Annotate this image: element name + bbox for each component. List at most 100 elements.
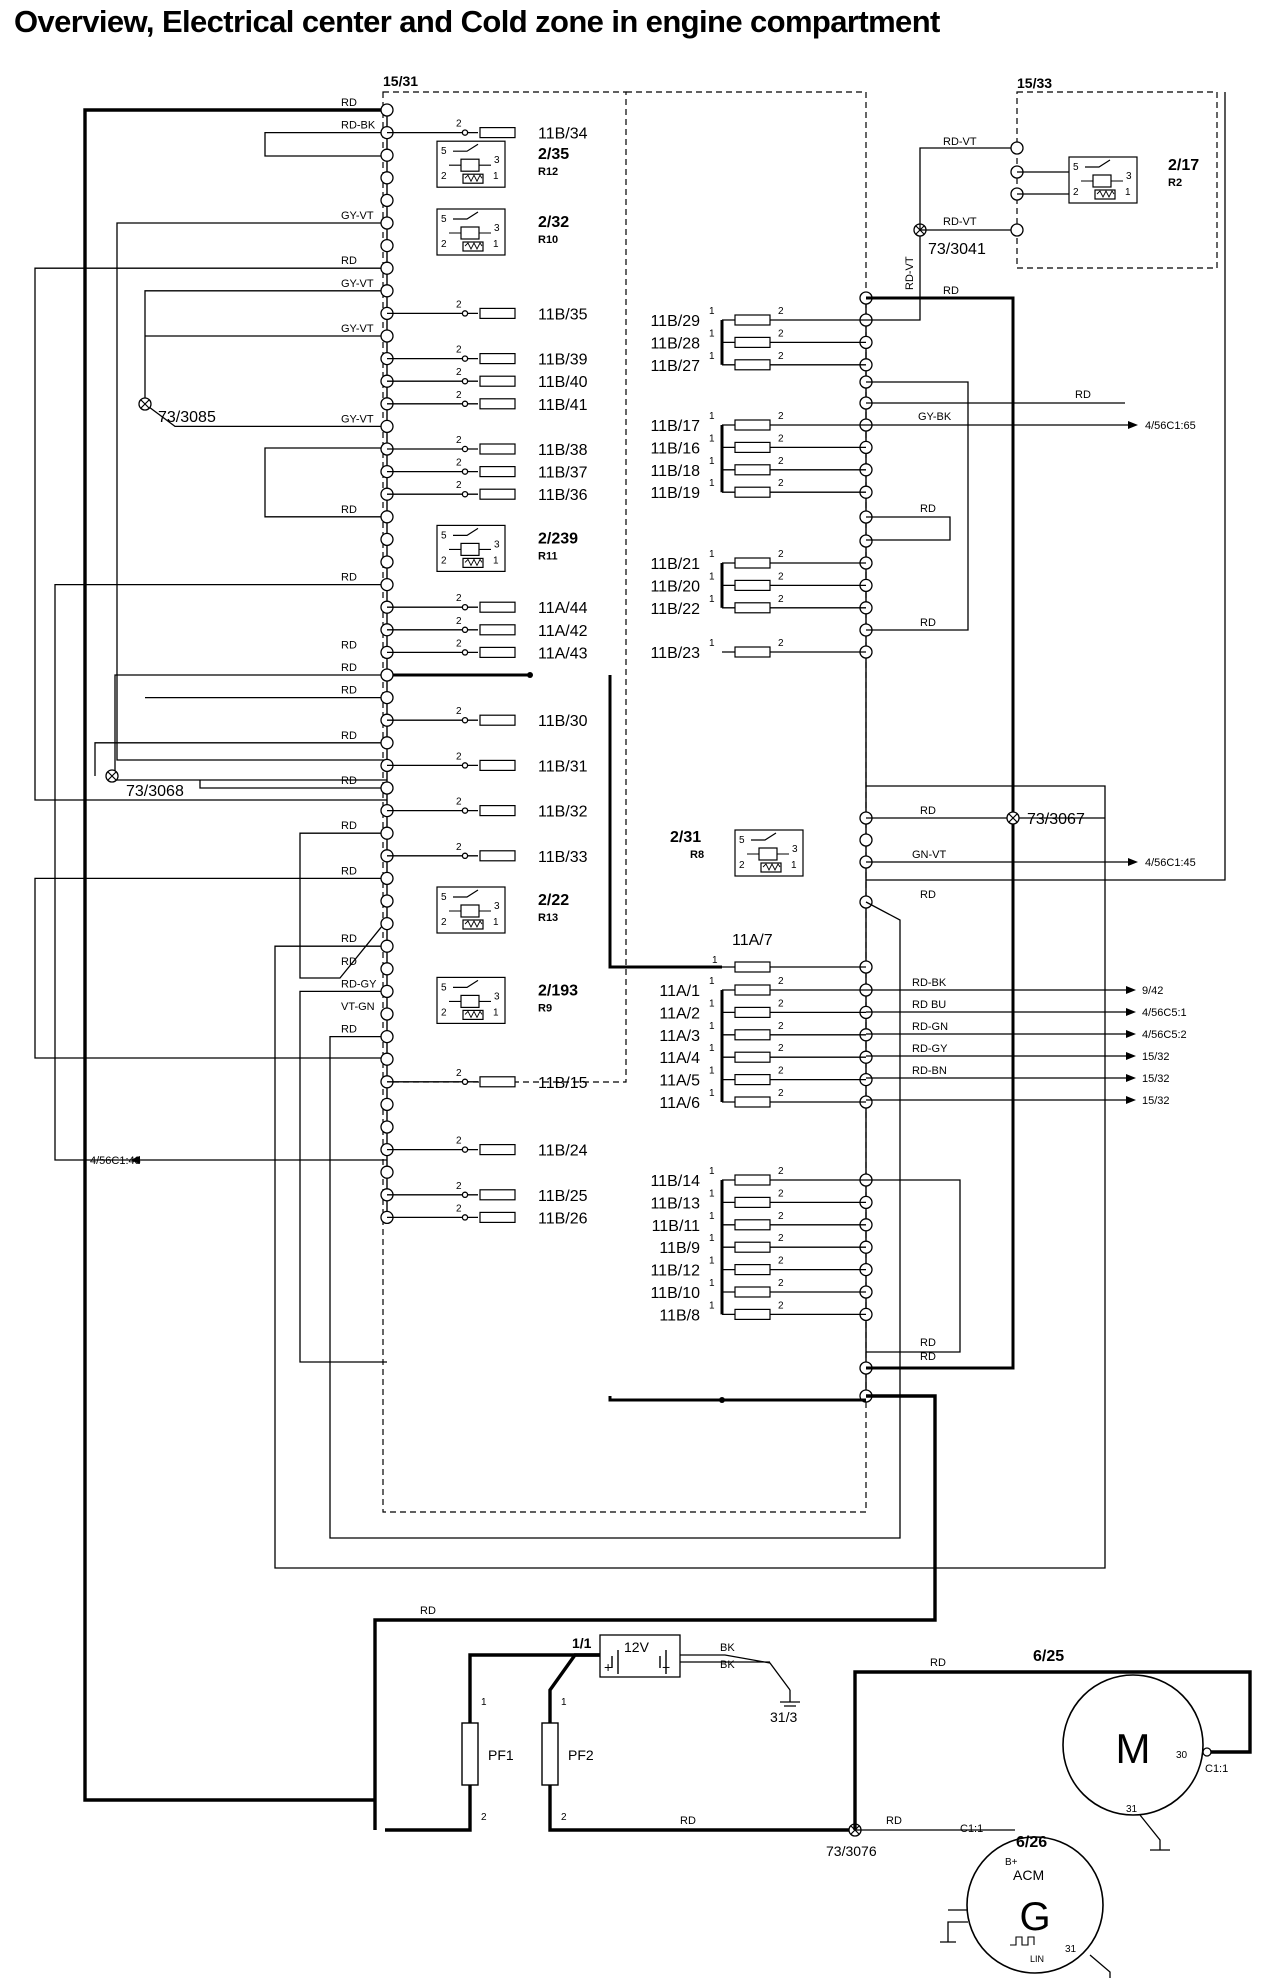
wire-r8-rd-bottom-label: RD bbox=[920, 889, 936, 901]
wire-rd-lower2-label: RD bbox=[920, 1351, 936, 1363]
fuse bbox=[479, 353, 516, 365]
fuse-group-e-label: 11A/5 bbox=[659, 1073, 700, 1090]
wire-rd-l bbox=[34, 877, 387, 1059]
fuse-group-f-label: 11B/11 bbox=[652, 1218, 700, 1235]
outgoing-arrow bbox=[1126, 1074, 1136, 1082]
splice-73-3068-cross bbox=[107, 771, 117, 781]
fuse-group-b-pin2: 2 bbox=[778, 478, 784, 489]
fuse-group-b-fuse bbox=[734, 419, 771, 431]
destination-vt-gn: 4/56C1:48 bbox=[90, 1155, 141, 1167]
fuse-pin-dot bbox=[461, 807, 469, 814]
fuse-group-f-label: 11B/9 bbox=[659, 1240, 700, 1257]
fuse-pf2-pin2: 2 bbox=[561, 1812, 567, 1823]
fuse-group-b-pin1: 1 bbox=[709, 478, 715, 489]
fuse-group-b-fuse bbox=[734, 486, 771, 498]
fuse-pin-dot bbox=[461, 377, 469, 385]
relay-r8-pin2: 2 bbox=[739, 860, 745, 871]
wire-rd-i bbox=[94, 742, 387, 776]
fuse-group-e-pin1: 1 bbox=[709, 1043, 715, 1054]
left-terminal bbox=[380, 171, 394, 185]
fuse-group-f-label: 11B/10 bbox=[650, 1285, 700, 1302]
fuse-group-b-pin2: 2 bbox=[778, 456, 784, 467]
wire-rd-k bbox=[299, 832, 388, 979]
relay-coil bbox=[460, 542, 480, 557]
relay-resistor bbox=[462, 919, 484, 930]
battery-plus: + bbox=[604, 1659, 612, 1675]
wire-rd-lower1 bbox=[866, 1179, 961, 1353]
motor-pin30: 30 bbox=[1176, 1750, 1188, 1761]
left-wire-label: RD bbox=[341, 775, 357, 787]
fuse bbox=[479, 624, 516, 636]
wire-rd-e bbox=[264, 447, 387, 518]
left-terminal bbox=[380, 962, 394, 976]
fuse-group-f-pin2: 2 bbox=[778, 1211, 784, 1222]
fuse-group-e-pin1: 1 bbox=[709, 1066, 715, 1077]
fuse-group-e-label: 11A/1 bbox=[659, 983, 700, 1000]
fuse-pin-dot bbox=[461, 400, 469, 408]
relay-r8-pin3: 3 bbox=[792, 844, 798, 855]
fuse-pin-num: 2 bbox=[456, 1203, 462, 1214]
left-terminal bbox=[380, 510, 394, 524]
relay-r2-pin2: 2 bbox=[1073, 187, 1079, 198]
relay-resistor-zigzag bbox=[464, 174, 483, 183]
splice-73-3068-label: 73/3068 bbox=[126, 783, 184, 800]
battery-id: 1/1 bbox=[572, 1635, 592, 1651]
fuse-group-d-pin1: 1 bbox=[709, 638, 715, 649]
left-wire-label: RD bbox=[341, 956, 357, 968]
wire-rd-top-label: RD bbox=[943, 285, 959, 297]
fuse-label: 11B/34 bbox=[538, 126, 588, 143]
fuse-group-e-pin2: 2 bbox=[778, 1021, 784, 1032]
fuse-group-b-fuse bbox=[734, 464, 771, 476]
fuse-group-f-fuse bbox=[734, 1219, 771, 1231]
left-terminal bbox=[380, 690, 394, 705]
relay-pin1: 1 bbox=[493, 917, 499, 928]
relay-sub-label: R10 bbox=[538, 234, 558, 246]
relay-resistor bbox=[462, 241, 484, 252]
relay-resistor-zigzag bbox=[464, 558, 483, 567]
wire-gn-vt-label: GN-VT bbox=[912, 849, 947, 861]
fuse-label: 11B/26 bbox=[538, 1210, 588, 1227]
motor-pin30-dot bbox=[1202, 1747, 1212, 1757]
center-box-label: 15/31 bbox=[383, 73, 418, 89]
fuse-group-f-pin1: 1 bbox=[709, 1278, 715, 1289]
left-terminal bbox=[380, 284, 394, 298]
wire-r2-top-label: RD-VT bbox=[943, 136, 977, 148]
fuse-pin-num: 2 bbox=[456, 367, 462, 378]
relay-pin3: 3 bbox=[494, 539, 500, 550]
fuse bbox=[479, 375, 516, 387]
relay-r2-switch bbox=[1085, 159, 1111, 168]
left-wire-label: RD bbox=[341, 639, 357, 651]
fuse-group-b-pin1: 1 bbox=[709, 411, 715, 422]
wire-rd-far-label: RD bbox=[1075, 389, 1091, 401]
fuse bbox=[479, 646, 516, 659]
relay-r2-sub-label: R2 bbox=[1168, 177, 1182, 189]
relay-pin2: 2 bbox=[441, 1007, 447, 1018]
fuse-group-f-label: 11B/13 bbox=[650, 1195, 700, 1212]
left-wire-label: RD bbox=[341, 730, 357, 742]
outgoing-wire-label: RD BU bbox=[912, 999, 946, 1011]
right-terminal bbox=[859, 833, 873, 847]
relay-pin5: 5 bbox=[441, 530, 447, 541]
left-dashed-frame bbox=[382, 91, 627, 1083]
main-feed-junction bbox=[608, 1396, 866, 1402]
fuse-label: 11A/43 bbox=[538, 645, 588, 662]
fuse-group-f-label: 11B/8 bbox=[659, 1307, 700, 1324]
relay-resistor bbox=[462, 173, 484, 184]
destination-gy-bk: 4/56C1:65 bbox=[1145, 420, 1196, 432]
relay-pin5: 5 bbox=[441, 892, 447, 903]
fuse-group-e-fuse bbox=[734, 984, 771, 996]
relay-r2-pin3: 3 bbox=[1126, 171, 1132, 182]
fuse-group-e-fuse bbox=[734, 1096, 771, 1108]
left-terminal bbox=[380, 1120, 394, 1134]
fuse-label: 11B/33 bbox=[538, 849, 588, 866]
battery-plates bbox=[611, 1650, 667, 1674]
left-wire-label: RD bbox=[341, 97, 357, 109]
fuse-pin-dot bbox=[461, 716, 469, 724]
left-wire-label: RD bbox=[341, 685, 357, 697]
relay-pin3: 3 bbox=[494, 223, 500, 234]
fuse-group-f-pin2: 2 bbox=[778, 1300, 784, 1311]
fuse-group-a-pin1: 1 bbox=[709, 328, 715, 339]
wire-rd-loop2-label: RD bbox=[920, 617, 936, 629]
left-terminal bbox=[380, 781, 394, 795]
fuse bbox=[479, 1076, 516, 1088]
